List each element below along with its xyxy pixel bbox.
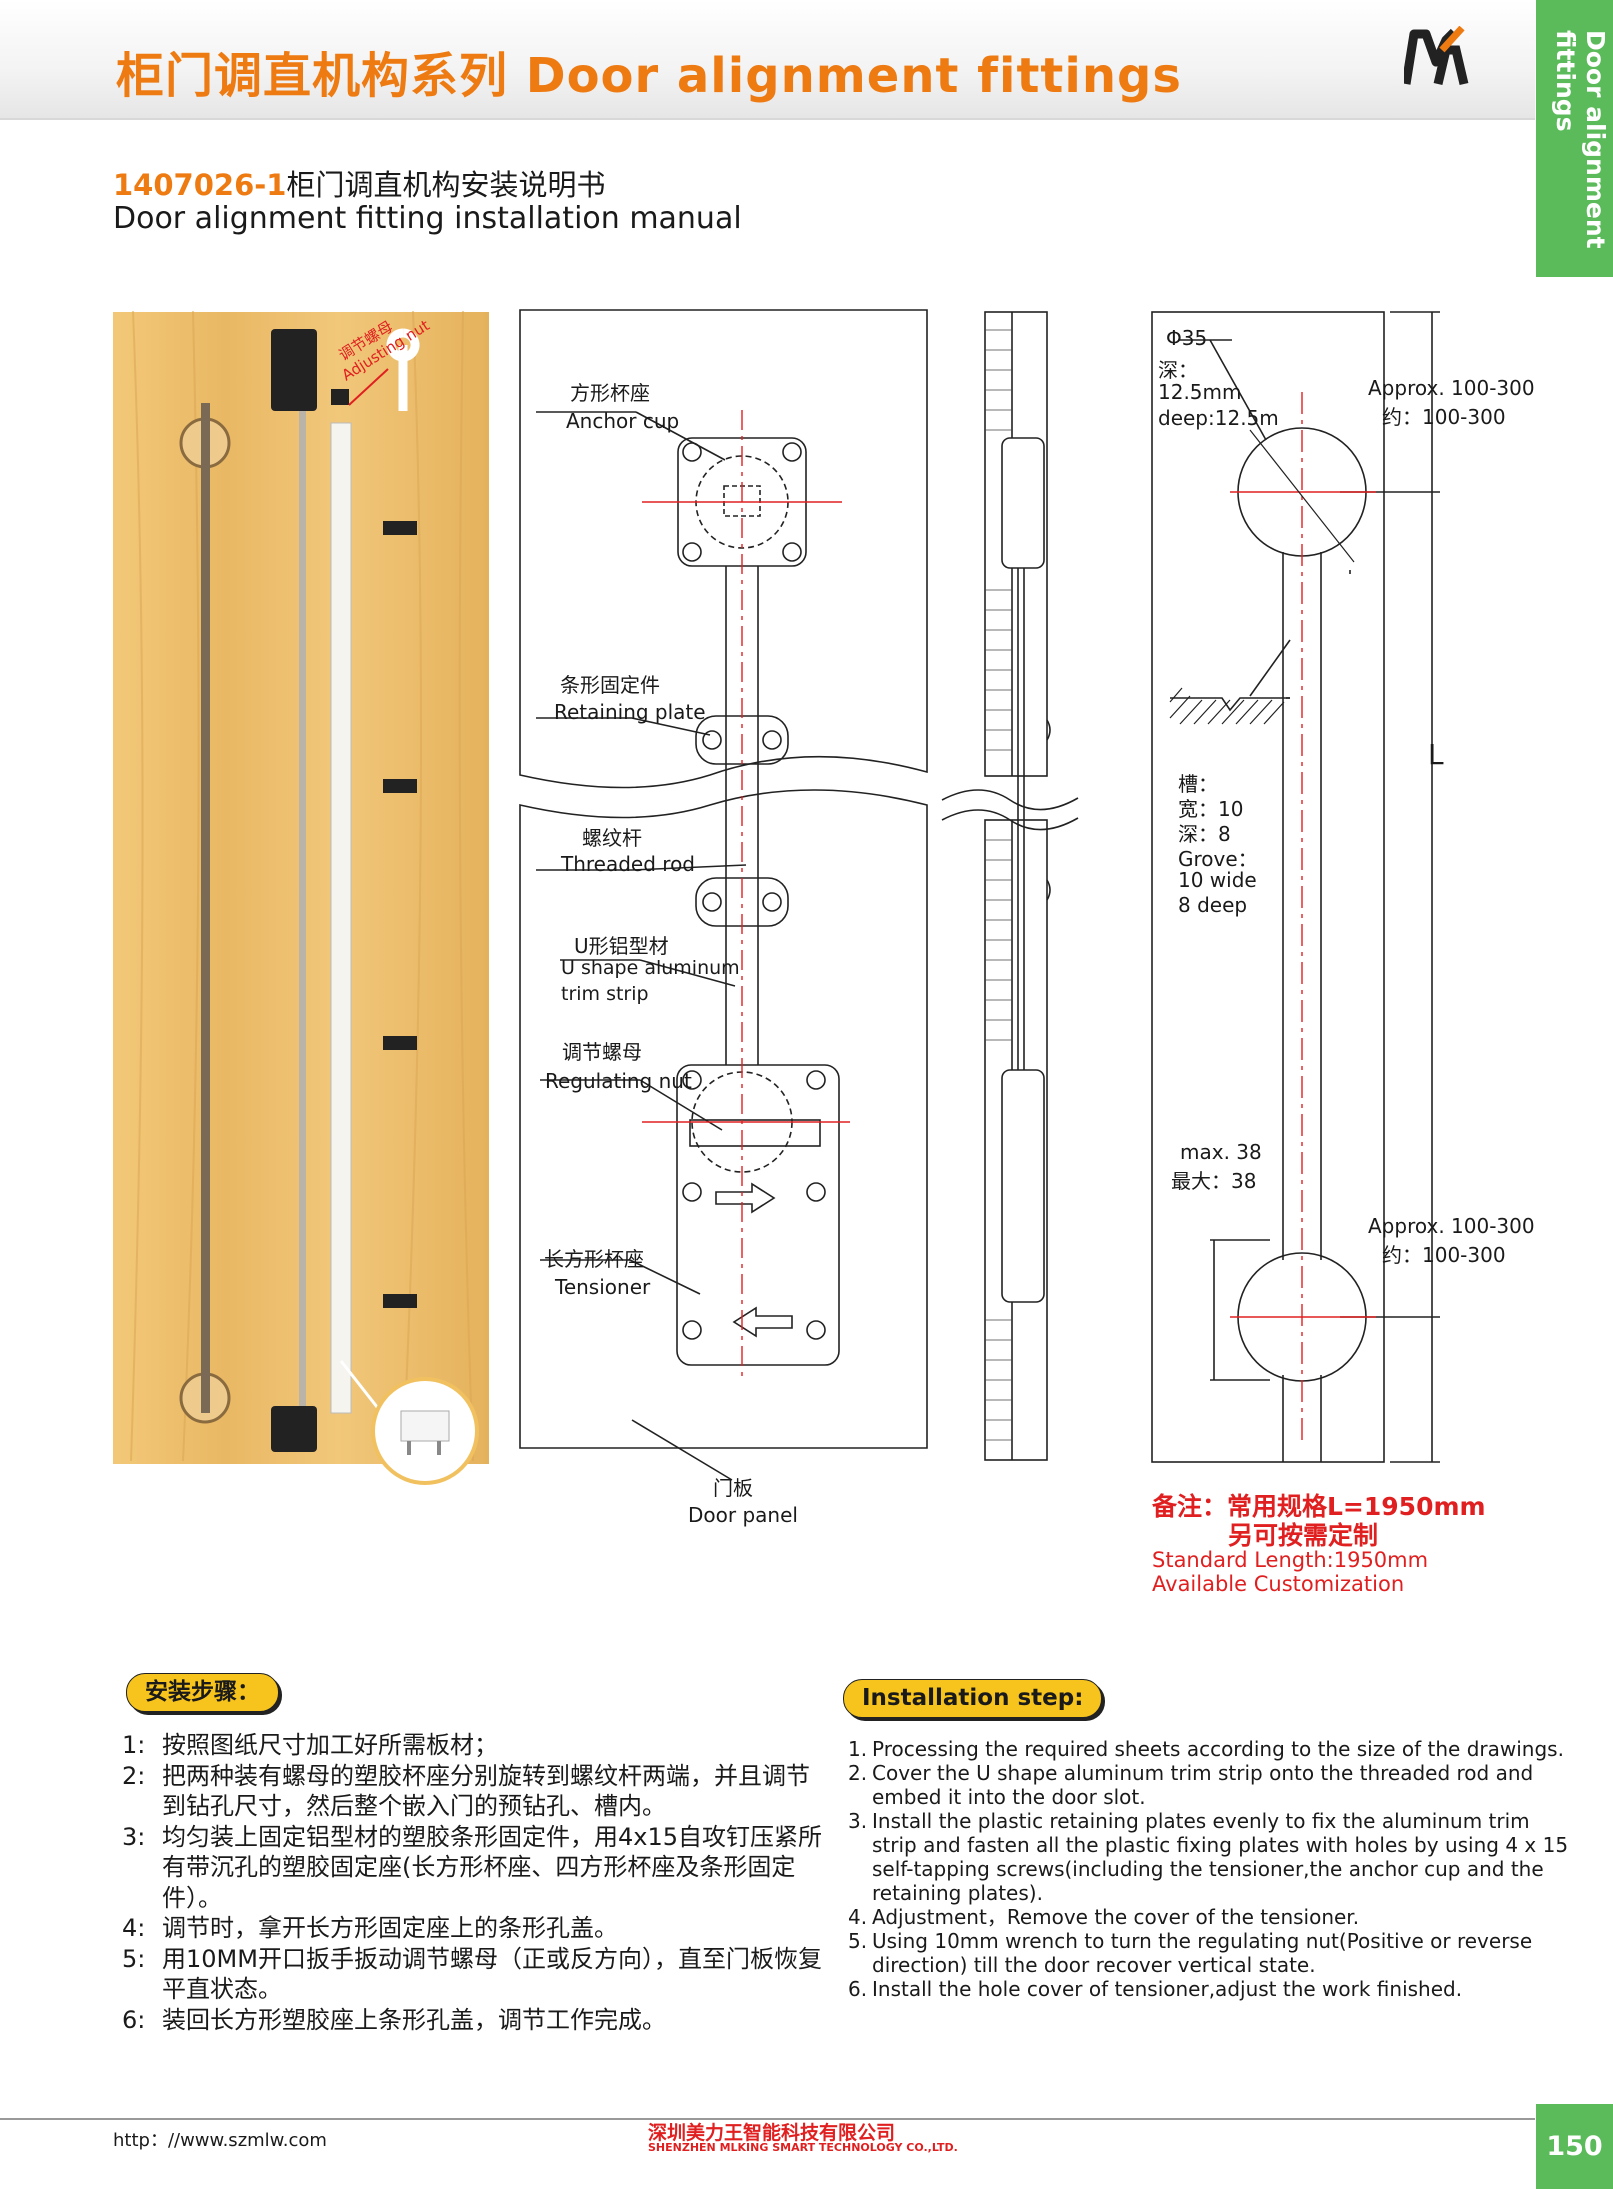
label-nut-en: Regulating nut [545, 1069, 692, 1093]
list-item: 3:均匀装上固定铝型材的塑胶条形固定件，用4x15自攻钉压紧所有带沉孔的塑胶固定… [122, 1822, 823, 1912]
manual-title-cn: 1407026-1柜门调直机构安装说明书 [113, 168, 606, 202]
dimension-drawing [1151, 311, 1440, 1463]
list-item: 6:装回长方形塑胶座上条形孔盖，调节工作完成。 [122, 2005, 666, 2034]
dim-depth-en: deep:12.5m [1158, 406, 1279, 430]
list-item: 2:把两种装有螺母的塑胶杯座分别旋转到螺纹杆两端，并且调节到钻孔尺寸，然后整个嵌… [122, 1761, 810, 1821]
dim-depth-cn: 深： [1158, 358, 1198, 382]
steps-en-list: 1.Processing the required sheets accordi… [848, 1737, 1578, 2001]
note-en: Standard Length:1950mm Available Customi… [1152, 1548, 1428, 1596]
label-trim-cn: U形铝型材 [574, 934, 669, 958]
label-tensioner-cn: 长方形杯座 [544, 1247, 644, 1271]
list-item: 6.Install the hole cover of tensioner,ad… [848, 1977, 1463, 2001]
label-plate-en: Retaining plate [554, 700, 706, 724]
dim-max-cn: 最大：38 [1171, 1169, 1257, 1193]
note-cn-1: 备注：常用规格L=1950mm [1152, 1492, 1486, 1521]
dim-approx2-cn: 约：100-300 [1382, 1243, 1506, 1267]
side-tab-label: Door alignment fittings [1551, 30, 1610, 249]
footer-company-cn: 深圳美力王智能科技有限公司 [648, 2122, 896, 2144]
dim-groove-w-cn: 宽：10 [1178, 797, 1244, 821]
label-panel-en: Door panel [688, 1503, 798, 1527]
dim-approx-cn: 约：100-300 [1382, 405, 1506, 429]
label-rod-en: Threaded rod [561, 852, 696, 876]
page-number: 150 [1536, 2104, 1613, 2189]
label-nut-cn: 调节螺母 [562, 1040, 642, 1064]
label-rod-cn: 螺纹杆 [582, 826, 642, 850]
label-tensioner-en: Tensioner [555, 1275, 651, 1299]
side-view-drawing [941, 311, 1079, 1461]
footer-url[interactable]: http：//www.szmlw.com [113, 2130, 327, 2151]
list-item: 1:按照图纸尺寸加工好所需板材； [122, 1731, 498, 1759]
dim-approx-en: Approx. 100-300 [1368, 376, 1535, 400]
label-plate-cn: 条形固定件 [560, 673, 660, 697]
dim-length-label: L [1428, 738, 1444, 771]
label-panel-cn: 门板 [713, 1476, 753, 1500]
footer-divider [0, 2118, 1535, 2120]
dim-groove-en: Grove： [1178, 847, 1258, 871]
dim-groove-w-en: 10 wide [1178, 868, 1257, 892]
label-anchor-cn: 方形杯座 [570, 381, 650, 405]
manual-title-en: Door alignment fitting installation manu… [113, 201, 742, 236]
brand-logo [1404, 26, 1469, 86]
list-item: 4:调节时，拿开长方形固定座上的条形孔盖。 [122, 1914, 618, 1942]
dim-depth-mm: 12.5mm [1158, 380, 1242, 404]
page-title: 柜门调直机构系列 Door alignment fittings [116, 48, 1182, 104]
dim-phi: Φ35 [1166, 326, 1208, 350]
side-tab [1536, 0, 1613, 277]
footer-company-en: SHENZHEN MLKING SMART TECHNOLOGY CO.,LTD… [648, 2141, 958, 2154]
label-trim-en1: U shape aluminum [561, 957, 740, 979]
list-item: 1.Processing the required sheets accordi… [848, 1737, 1564, 1761]
dim-groove-d-cn: 深：8 [1178, 822, 1231, 846]
steps-cn-list: 1:按照图纸尺寸加工好所需板材； 2:把两种装有螺母的塑胶杯座分别旋转到螺纹杆两… [122, 1730, 822, 2035]
label-anchor-en: Anchor cup [566, 409, 680, 433]
front-view-drawing [519, 309, 928, 1481]
list-item: 5.Using 10mm wrench to turn the regulati… [848, 1929, 1533, 1977]
list-item: 2.Cover the U shape aluminum trim strip … [848, 1761, 1534, 1809]
steps-cn-title: 安装步骤： [126, 1673, 279, 1712]
header-bar [0, 0, 1535, 120]
list-item: 4.Adjustment，Remove the cover of the ten… [848, 1905, 1360, 1929]
note-cn-2: 另可按需定制 [1228, 1521, 1379, 1550]
label-trim-en2: trim strip [561, 983, 649, 1005]
note-en-1: Standard Length:1950mm [1152, 1548, 1429, 1572]
dim-groove-cn: 槽： [1178, 772, 1218, 796]
list-item: 3.Install the plastic retaining plates e… [848, 1809, 1569, 1905]
product-photo: 调节螺母 Adjusting nut [113, 311, 489, 1485]
dim-max-en: max. 38 [1180, 1140, 1262, 1164]
list-item: 5:用10MM开口扳手扳动调节螺母（正或反方向），直至门板恢复平直状态。 [122, 1944, 822, 2004]
dim-groove-d-en: 8 deep [1178, 893, 1248, 917]
note-en-2: Available Customization [1152, 1572, 1405, 1596]
dim-approx2-en: Approx. 100-300 [1368, 1214, 1535, 1238]
steps-en-title: Installation step: [843, 1679, 1103, 1718]
